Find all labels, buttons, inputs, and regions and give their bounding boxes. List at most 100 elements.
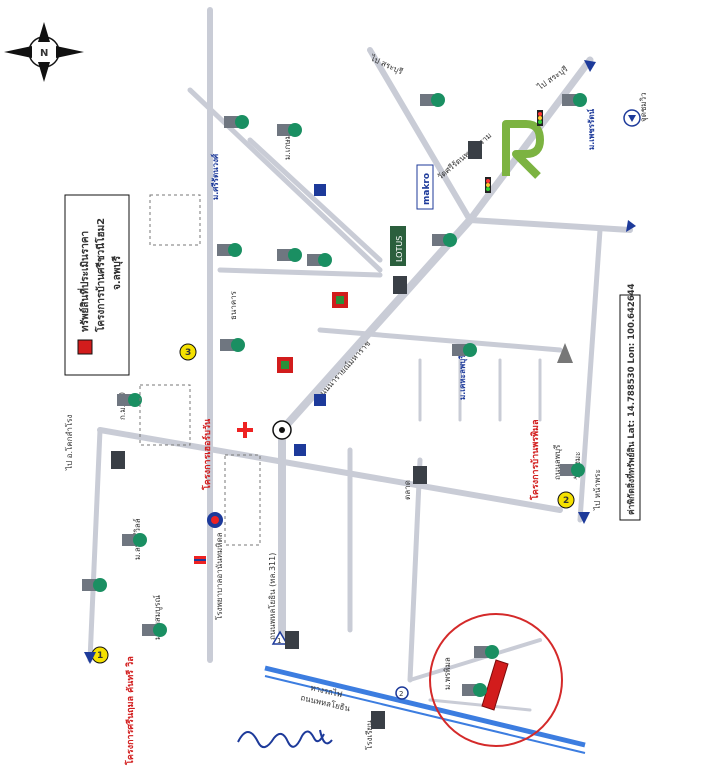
svg-text:3: 3 <box>185 348 191 358</box>
house-icon <box>562 93 587 107</box>
label-market: ตลาด <box>403 480 412 500</box>
subject-property <box>481 659 509 711</box>
house-icon <box>462 683 487 697</box>
label-nong-khae: ถนนลพบุรี <box>553 444 562 480</box>
temple-icon <box>557 343 573 363</box>
house-icon <box>142 623 167 637</box>
label-keha: ม.เคหะลพบุรี <box>457 354 468 400</box>
road-left-diagonal <box>187 87 383 273</box>
lotus-logo: LOTUS <box>390 226 406 266</box>
building-icon <box>468 141 482 159</box>
label-school: โรงเรียน <box>364 720 374 750</box>
house-icon <box>277 123 302 137</box>
building-icon <box>413 466 427 484</box>
proj2-label: โครงการบ้านพรพิมล <box>529 420 541 502</box>
label-phetcharat: ม.เพชรรัตน์ <box>586 108 596 150</box>
building-icon <box>285 631 299 649</box>
blue-sign-icon <box>294 444 306 456</box>
fuel-icon <box>207 512 223 528</box>
label-wat: วัดศรีรัตนพุทธาราม <box>436 131 494 182</box>
arrow-icon <box>578 512 590 524</box>
building-icon <box>371 711 385 729</box>
house-icon <box>122 533 147 547</box>
robinson-logo <box>502 120 544 179</box>
road-horizontal-mid <box>97 427 563 513</box>
legend: ทรัพย์สินที่ประเมินราคา โครงการบ้านศรีชว… <box>64 194 130 376</box>
svg-text:makro: makro <box>422 173 432 205</box>
house-icon <box>474 645 499 659</box>
legend-line2: โครงการบ้านศรีชวนีโฮม2 <box>94 218 107 333</box>
traffic-light-icon <box>537 110 543 126</box>
makro-logo: makro <box>416 164 434 210</box>
building-icon <box>111 451 125 469</box>
project-2-badge: 2 <box>557 491 575 509</box>
traffic-light-icon <box>485 177 491 193</box>
arrow-icon <box>84 652 96 664</box>
compass-arrow-icon <box>4 46 32 58</box>
legend-swatch <box>77 339 93 355</box>
legend-line3: จ.ลพบุรี <box>111 255 123 290</box>
dashed-area-2 <box>139 384 191 446</box>
marker-2: 2 <box>395 686 409 700</box>
house-icon <box>82 578 107 592</box>
blue-sign-icon <box>314 394 326 406</box>
road-site-lane <box>408 638 542 682</box>
landmark-icons <box>82 93 587 729</box>
compass: N <box>4 22 84 82</box>
svg-text:1: 1 <box>277 637 281 645</box>
railway-line <box>264 665 586 748</box>
house-icon <box>217 243 242 257</box>
label-hospital: โรงพยาบาลอานันทมหิดล <box>214 532 224 620</box>
road-center-h2 <box>317 327 563 353</box>
house-icon <box>117 393 142 407</box>
blue-sign-icon <box>314 184 326 196</box>
label-bank: ธนาคาร <box>229 290 238 320</box>
svg-text:2: 2 <box>399 690 403 698</box>
arrow-icon <box>626 220 636 232</box>
road-upper-right <box>467 217 633 233</box>
label-km20: ก.ม. 20 <box>118 392 127 420</box>
road-upper-left <box>367 47 473 223</box>
house-icon <box>224 115 249 129</box>
dashed-area-1 <box>149 194 201 246</box>
viewpoint: จุดชมวิว <box>623 92 648 127</box>
svg-text:LOTUS: LOTUS <box>395 236 404 262</box>
highway-marker-1 <box>272 420 292 440</box>
red-building-icon <box>277 357 293 373</box>
road-mid-diagonal <box>247 137 383 263</box>
road-site-lane-2 <box>428 698 532 712</box>
railway-line-2 <box>264 675 586 754</box>
coords-text: ค่าพิกัดสิ่งที่ทรัพย์สิน Lat: 14.788530 … <box>624 283 637 515</box>
proj3-label: โครงการเฮอร์บวัน <box>201 418 213 491</box>
house-icon <box>307 253 332 267</box>
label-sri-ratthawong: ม.ศรีรัตนวงศ์ <box>210 153 220 200</box>
label-narai: ถนนนารายณ์มหาราช <box>314 338 373 402</box>
signature <box>237 729 333 749</box>
proj1-label: โครงการศรีนฤมล คันทรี วิล <box>124 656 136 766</box>
svg-text:2: 2 <box>563 496 569 506</box>
label-village-a: ม.ชัยสมบูรณ์ <box>152 595 163 640</box>
flag-icon <box>194 556 206 564</box>
label-village-c: ม.พรพิมล <box>443 657 452 690</box>
road-center-h <box>217 267 383 278</box>
house-icon <box>560 463 585 477</box>
subject-circle <box>429 613 563 747</box>
label-to-amphoe-khok: ไป อ.โคกสำโรง <box>64 415 74 471</box>
red-building-icon <box>332 292 348 308</box>
cross-icon <box>237 422 253 438</box>
coords-box: ค่าพิกัดสิ่งที่ทรัพย์สิน Lat: 14.788530 … <box>619 283 641 521</box>
svg-text:1: 1 <box>97 651 103 661</box>
project-3-badge: 3 <box>179 343 197 361</box>
road-south-vertical-2 <box>407 457 423 683</box>
legend-box <box>64 194 130 376</box>
road-main-diagonal <box>278 216 474 434</box>
marker-1: 1 <box>271 630 289 645</box>
label-phahon: ถนนพหลโยธิน (ทล.311) <box>267 553 277 640</box>
label-kasem: ม.เกษมสุข <box>283 124 292 160</box>
building-icon <box>393 276 407 294</box>
dashed-area-3 <box>224 454 261 546</box>
house-icon <box>432 233 457 247</box>
legend-line1: ทรัพย์สินที่ประเมินราคา <box>77 231 91 332</box>
viewpoint-label: จุดชมวิว <box>639 92 648 122</box>
